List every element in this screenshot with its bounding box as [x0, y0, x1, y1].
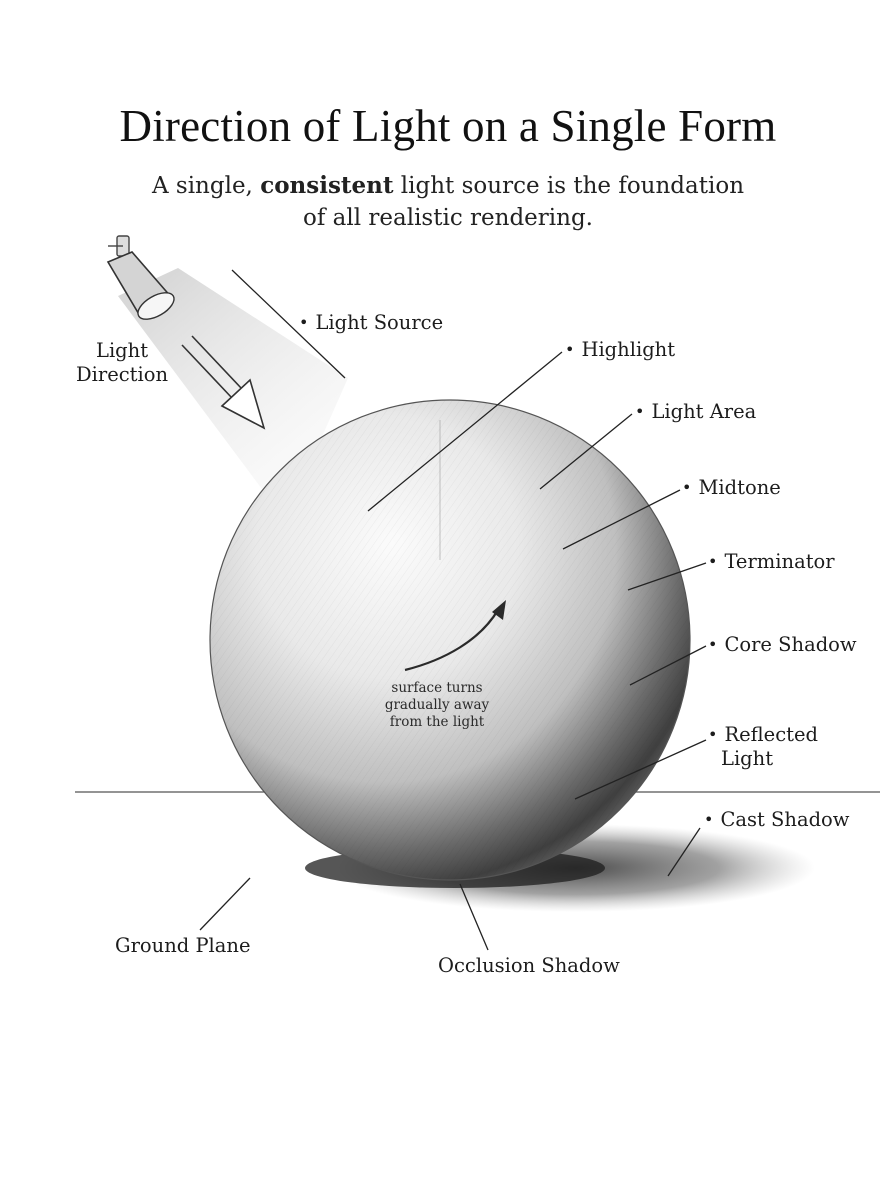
light-beam [118, 268, 348, 520]
label-midtone: • Midtone [682, 476, 781, 500]
subtitle-text-start: A single, [151, 173, 261, 199]
label-terminator-text: Terminator [724, 550, 835, 573]
reflected-light-leader [574, 739, 707, 800]
label-midtone-text: Midtone [698, 476, 781, 499]
label-light-area-text: Light Area [651, 400, 757, 423]
label-terminator: • Terminator [708, 550, 835, 574]
label-highlight: • Highlight [565, 338, 675, 362]
bullet: • [704, 810, 714, 829]
label-light-direction-line1: Light [96, 339, 149, 362]
bullet: • [565, 340, 575, 359]
subtitle-text-end: light source is the foundation of all re… [303, 173, 745, 231]
terminator-leader [627, 562, 707, 591]
light-source-leader [231, 269, 346, 379]
label-reflected-light: • Reflected [708, 723, 818, 747]
core-shadow-leader [629, 645, 707, 686]
midtone-leader [562, 489, 681, 550]
light-area-leader [539, 413, 633, 490]
bullet: • [299, 313, 309, 332]
label-light-source-text: Light Source [315, 311, 444, 334]
highlight-leader [367, 351, 563, 512]
note-line-2: gradually away [384, 697, 490, 713]
label-core-shadow-text: Core Shadow [724, 633, 857, 656]
occlusion-shadow-leader [459, 883, 489, 951]
sphere-hatching [210, 400, 690, 880]
bullet: • [635, 402, 645, 421]
subtitle: A single, consistent light source is the… [148, 170, 748, 234]
note-line-1: surface turns [391, 680, 483, 696]
bullet: • [708, 725, 718, 744]
subtitle-emphasis: consistent [260, 172, 394, 199]
curved-arrow-icon [404, 600, 506, 672]
label-ground-plane: Ground Plane [115, 934, 251, 957]
cast-shadow-leader [667, 827, 701, 877]
label-reflected-light-line1: Reflected [724, 723, 818, 746]
label-cast-shadow-text: Cast Shadow [720, 808, 850, 831]
label-core-shadow: • Core Shadow [708, 633, 857, 657]
label-reflected-light-line2: Light [721, 747, 774, 770]
spotlight-lamp-icon [106, 235, 175, 320]
direction-arrow-icon [181, 335, 266, 430]
bullet: • [708, 635, 718, 654]
surface-turn-note: surface turns gradually away from the li… [366, 680, 508, 731]
label-light-direction: Light [96, 339, 149, 363]
label-light-area: • Light Area [635, 400, 756, 424]
label-light-source: • Light Source [299, 311, 443, 335]
label-occlusion-shadow: Occlusion Shadow [438, 954, 620, 977]
bullet: • [708, 552, 718, 571]
ground-plane-leader [199, 877, 251, 931]
page-title: Direction of Light on a Single Form [119, 101, 777, 151]
label-light-direction-line2: Direction [76, 363, 169, 386]
sphere-outline [209, 399, 691, 881]
note-line-3: from the light [389, 714, 485, 730]
bullet: • [682, 478, 692, 497]
label-cast-shadow: • Cast Shadow [704, 808, 849, 832]
label-highlight-text: Highlight [581, 338, 676, 361]
